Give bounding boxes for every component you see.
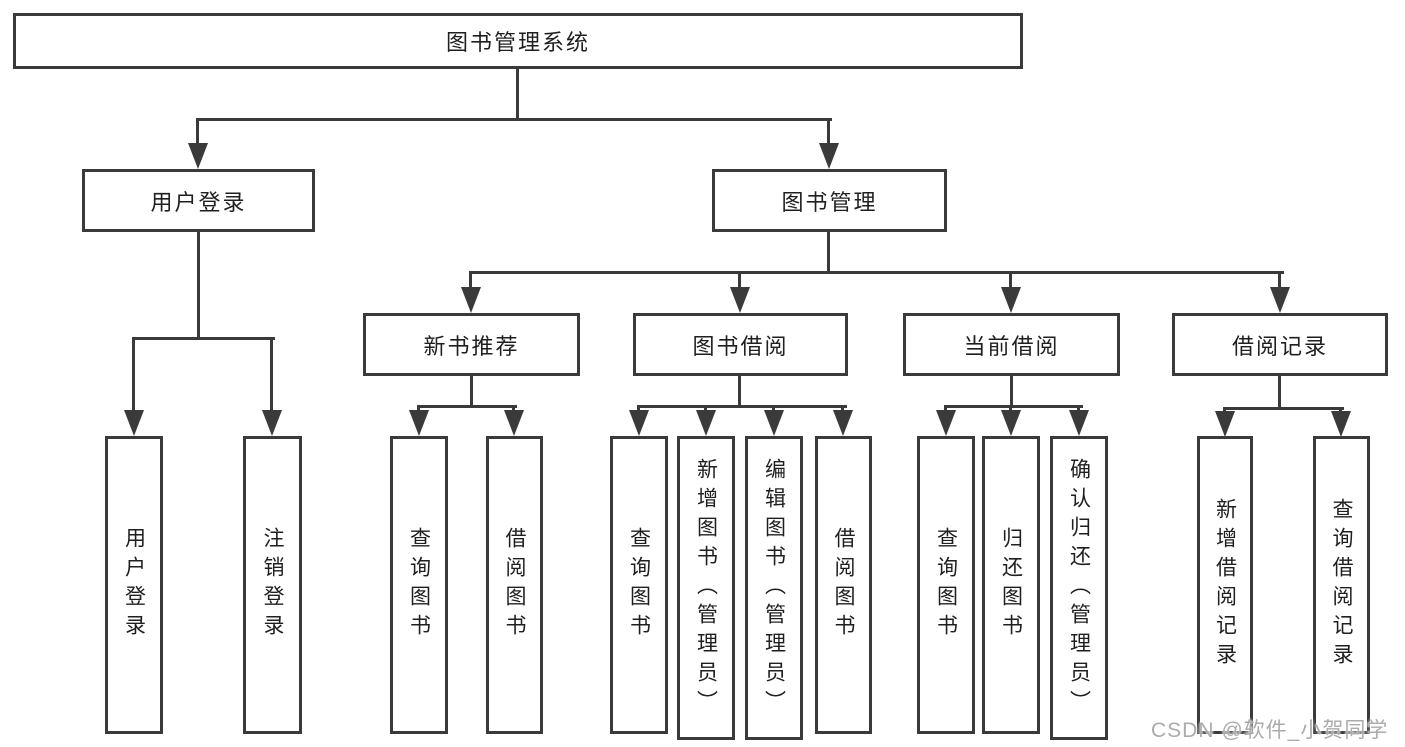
node-book-borrowing: 图书借阅 bbox=[633, 313, 848, 376]
connector-user-login-stem bbox=[197, 232, 200, 340]
leaf-user-login: 用户登录 bbox=[105, 436, 163, 734]
connector-current-rail bbox=[944, 405, 1083, 408]
connector-records-drop-2 bbox=[1339, 407, 1342, 413]
leaf-bb-add-books-admin: 新增图书（管理员） bbox=[677, 436, 735, 740]
connector-borrowing-drop-2 bbox=[704, 405, 707, 413]
arrow-to-cb-query-books bbox=[936, 410, 956, 436]
node-new-book-recommend: 新书推荐 bbox=[363, 313, 580, 376]
leaf-br-query-record: 查询借阅记录 bbox=[1313, 436, 1370, 734]
leaf-bb-query-books: 查询图书 bbox=[610, 436, 668, 734]
arrow-to-current-borrowing bbox=[1001, 287, 1021, 313]
arrow-to-user-login bbox=[188, 143, 208, 169]
arrow-to-cb-confirm-return bbox=[1069, 410, 1089, 436]
connector-book-mgmt-rail bbox=[469, 271, 1284, 274]
arrow-to-bb-add-books bbox=[696, 410, 716, 436]
connector-new-book-rail bbox=[417, 405, 517, 408]
leaf-nb-query-books: 查询图书 bbox=[390, 436, 448, 734]
leaf-bb-edit-books-admin: 编辑图书（管理员） bbox=[745, 436, 803, 740]
connector-current-drop-3 bbox=[1077, 405, 1080, 413]
leaf-nb-borrow-books: 借阅图书 bbox=[486, 436, 543, 734]
arrow-to-nb-borrow-books bbox=[504, 410, 524, 436]
connector-user-login-drop-2 bbox=[270, 337, 273, 413]
connector-borrowing-drop-1 bbox=[637, 405, 640, 413]
connector-new-book-drop-2 bbox=[512, 405, 515, 413]
node-current-borrowing: 当前借阅 bbox=[903, 313, 1120, 376]
connector-book-mgmt-drop-2 bbox=[738, 271, 741, 290]
connector-book-mgmt-drop-3 bbox=[1009, 271, 1012, 290]
connector-current-drop-1 bbox=[944, 405, 947, 413]
connector-borrowing-drop-4 bbox=[841, 405, 844, 413]
arrow-to-br-query-record bbox=[1331, 411, 1351, 437]
leaf-cb-confirm-return-admin: 确认归还（管理员） bbox=[1050, 436, 1108, 740]
arrow-to-bb-edit-books bbox=[764, 410, 784, 436]
leaf-bb-borrow-books: 借阅图书 bbox=[815, 436, 872, 734]
connector-new-book-drop-1 bbox=[417, 405, 420, 413]
connector-book-mgmt-drop-1 bbox=[469, 271, 472, 290]
connector-root-stem bbox=[516, 68, 519, 121]
leaf-cb-return-books: 归还图书 bbox=[982, 436, 1040, 734]
connector-records-stem bbox=[1278, 376, 1281, 410]
node-book-management: 图书管理 bbox=[712, 169, 947, 232]
arrow-to-leaf-logout bbox=[262, 410, 282, 436]
arrow-to-cb-return-books bbox=[1001, 410, 1021, 436]
connector-root-rail bbox=[196, 118, 832, 121]
arrow-to-nb-query-books bbox=[409, 410, 429, 436]
arrow-to-bb-query-books bbox=[629, 410, 649, 436]
node-library-management-system: 图书管理系统 bbox=[13, 13, 1023, 69]
leaf-br-add-record: 新增借阅记录 bbox=[1197, 436, 1253, 734]
leaf-cb-query-books: 查询图书 bbox=[917, 436, 975, 734]
node-borrowing-records: 借阅记录 bbox=[1172, 313, 1388, 376]
connector-root-drop-left bbox=[196, 118, 199, 146]
leaf-logout: 注销登录 bbox=[243, 436, 302, 734]
connector-records-drop-1 bbox=[1223, 407, 1226, 413]
connector-user-login-rail bbox=[132, 337, 275, 340]
connector-current-stem bbox=[1010, 376, 1013, 408]
connector-borrowing-rail bbox=[637, 405, 847, 408]
connector-records-rail bbox=[1223, 407, 1344, 410]
connector-book-mgmt-stem bbox=[827, 232, 830, 274]
arrow-to-book-borrowing bbox=[730, 287, 750, 313]
connector-book-mgmt-drop-4 bbox=[1278, 271, 1281, 290]
arrow-to-borrowing-records bbox=[1270, 287, 1290, 313]
csdn-watermark: CSDN @软件_小贺同学 bbox=[1151, 719, 1389, 742]
arrow-to-bb-borrow-books bbox=[833, 410, 853, 436]
arrow-to-leaf-user-login bbox=[124, 410, 144, 436]
connector-borrowing-stem bbox=[738, 376, 741, 408]
arrow-to-book-management bbox=[819, 143, 839, 169]
connector-user-login-drop-1 bbox=[132, 337, 135, 413]
connector-new-book-stem bbox=[470, 376, 473, 408]
node-user-login: 用户登录 bbox=[82, 169, 315, 232]
connector-root-drop-right bbox=[827, 118, 830, 146]
connector-current-drop-2 bbox=[1009, 405, 1012, 413]
arrow-to-br-add-record bbox=[1215, 411, 1235, 437]
connector-borrowing-drop-3 bbox=[772, 405, 775, 413]
arrow-to-new-book-recommend bbox=[461, 287, 481, 313]
